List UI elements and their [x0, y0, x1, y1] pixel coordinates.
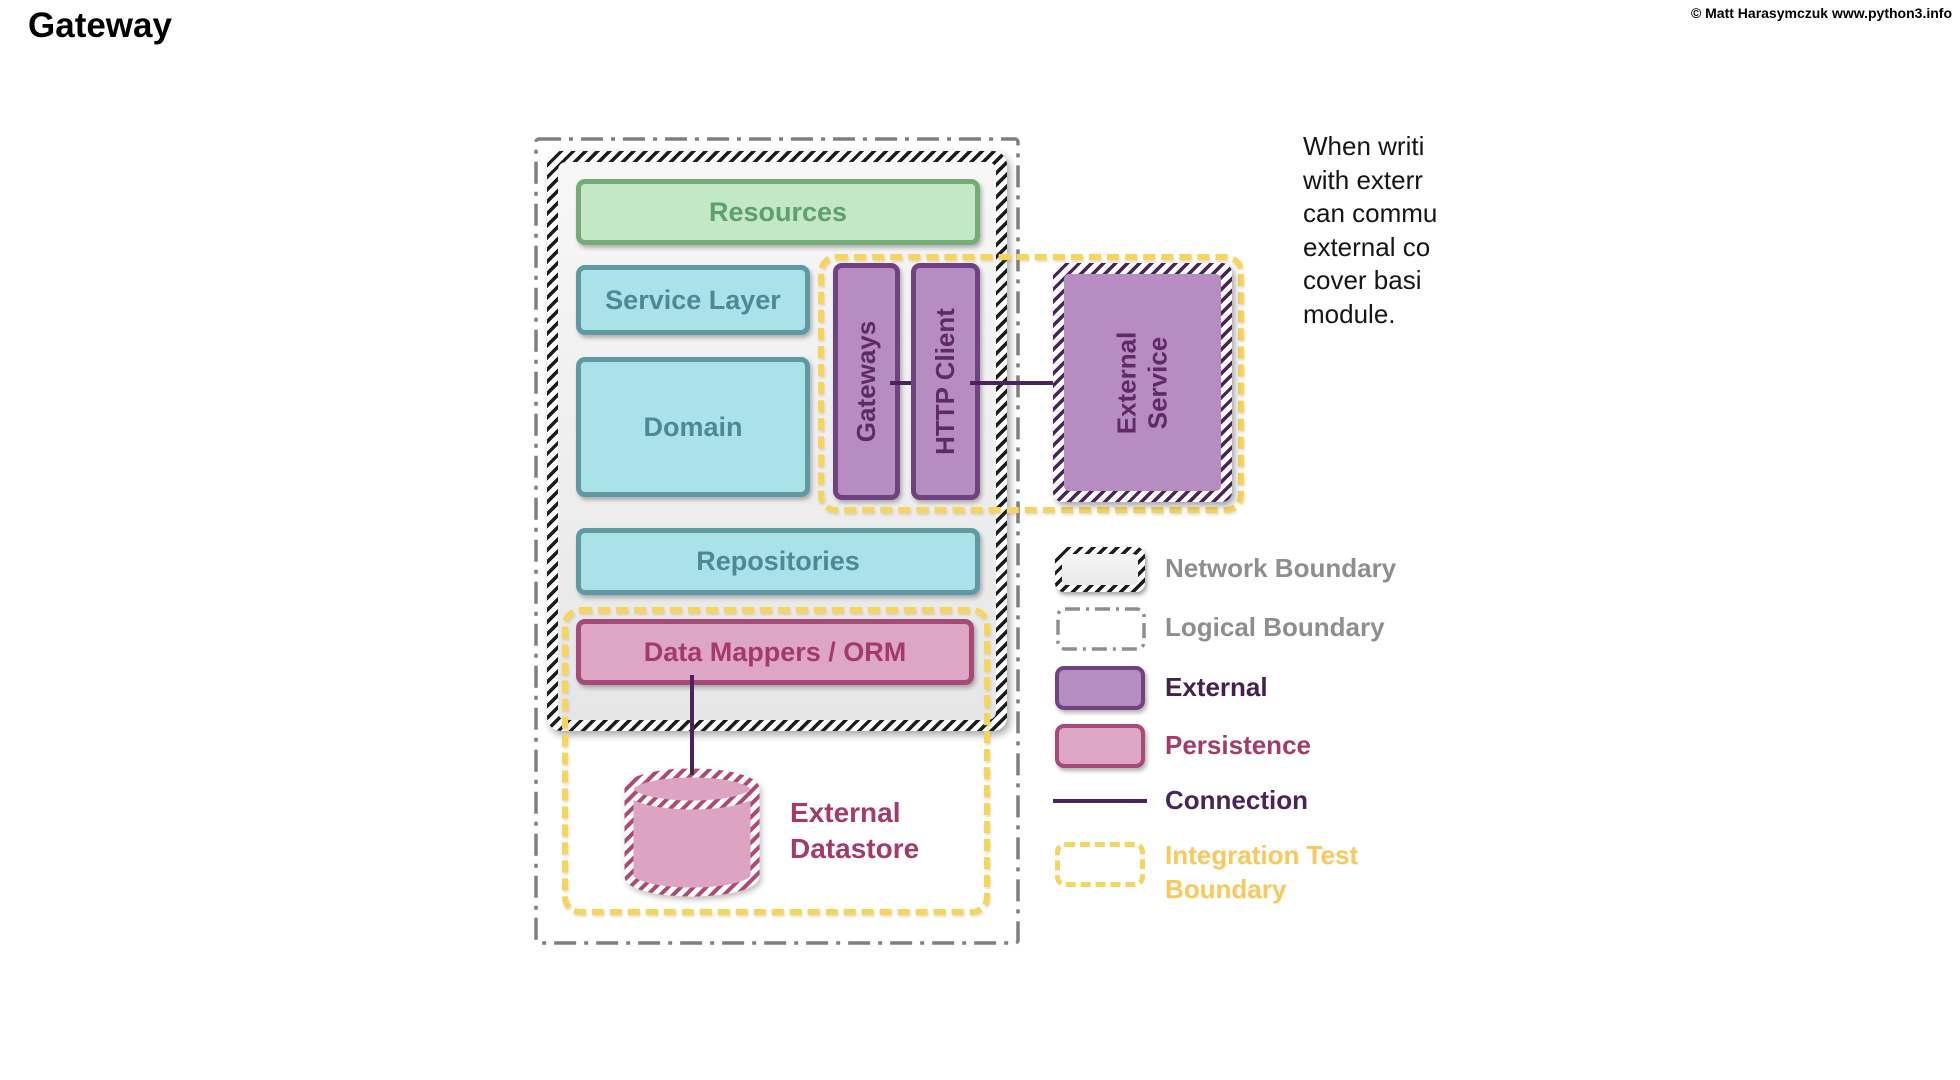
note-line: can commu [1303, 198, 1438, 228]
note-paragraph: When writi with exterr can commu externa… [1303, 130, 1444, 335]
legend-network-boundary-swatch [1055, 547, 1145, 592]
service-layer-box: Service Layer [576, 265, 810, 335]
legend-connection-label: Connection [1165, 785, 1308, 815]
legend-integration-test-boundary-swatch [1055, 842, 1145, 887]
domain-box: Domain [576, 357, 810, 497]
legend-network-boundary-swatch-inner [1062, 554, 1138, 585]
note-line: with exterr [1303, 164, 1423, 195]
resources-box: Resources [576, 179, 980, 245]
copyright-text: © Matt Harasymczuk www.python3.info [1690, 5, 1952, 21]
external-service-interior: External Service [1064, 274, 1221, 491]
legend-persistence-label: Persistence [1165, 730, 1311, 760]
http-client-box: HTTP Client [911, 263, 980, 500]
connection-httpclient-externalservice [970, 381, 1053, 385]
note-line: cover basi [1303, 265, 1422, 295]
legend-logical-boundary-label: Logical Boundary [1165, 612, 1385, 642]
legend-logical-boundary-swatch [1056, 607, 1146, 651]
external-service-label: External Service [1111, 331, 1173, 434]
external-service-box: External Service [1053, 263, 1232, 502]
note-line: external co [1303, 231, 1431, 262]
gateways-label: Gateways [851, 320, 881, 443]
repositories-box: Repositories [576, 528, 980, 595]
database-cylinder-icon [624, 768, 760, 897]
legend-external-swatch [1055, 666, 1145, 710]
external-service-line2: Service [1142, 336, 1173, 429]
note-line: When writi [1303, 131, 1425, 161]
connection-mappers-datastore [690, 675, 694, 775]
legend-integration-test-boundary-label: Integration Test Boundary [1165, 840, 1359, 904]
page-title: Gateway [28, 6, 172, 45]
legend-connection-swatch [1053, 799, 1147, 803]
note-line: module. [1303, 298, 1396, 329]
data-mappers-orm-box: Data Mappers / ORM [576, 619, 974, 685]
logical-boundary [534, 137, 1020, 945]
legend-network-boundary-label: Network Boundary [1165, 553, 1397, 583]
integration-test-boundary-gateway [818, 254, 1244, 513]
legend-persistence-swatch [1055, 724, 1145, 768]
legend-external-label: External [1165, 672, 1268, 702]
external-datastore-label: External Datastore [790, 797, 920, 864]
external-service-line1: External [1111, 331, 1142, 434]
connection-gateways-httpclient [890, 381, 911, 385]
http-client-label: HTTP Client [930, 308, 961, 455]
integration-test-boundary-persistence [562, 607, 990, 915]
